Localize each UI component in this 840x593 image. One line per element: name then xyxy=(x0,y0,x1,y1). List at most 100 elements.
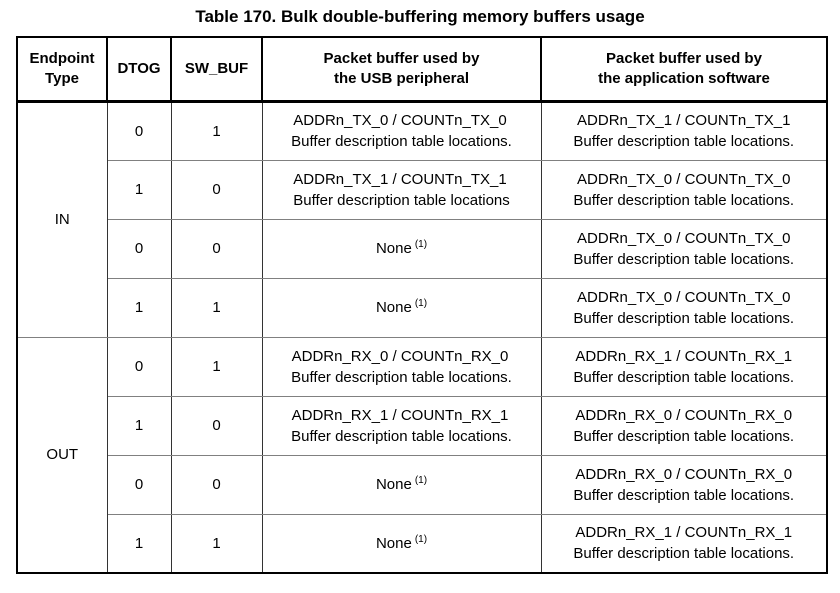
buffer-name: None xyxy=(375,476,412,493)
app-software-cell: ADDRn_RX_0 / COUNTn_RX_0 Buffer descript… xyxy=(540,454,828,515)
dtog-cell: 1 xyxy=(106,277,172,338)
usb-peripheral-cell: ADDRn_RX_1 / COUNTn_RX_1 Buffer descript… xyxy=(261,395,542,456)
cell-line1: None(1) xyxy=(263,297,541,318)
sw-buf-cell: 0 xyxy=(170,395,263,456)
dtog-cell: 0 xyxy=(106,218,172,279)
usb-peripheral-cell: None(1) xyxy=(261,277,542,338)
cell-line1: ADDRn_RX_1 / COUNTn_RX_1 xyxy=(575,524,793,542)
usb-peripheral-cell: ADDRn_TX_0 / COUNTn_TX_0 Buffer descript… xyxy=(261,100,542,161)
footnote-superscript: (1) xyxy=(414,533,428,545)
header-row: Endpoint Type DTOG SW_BUF Packet buffer … xyxy=(16,36,828,103)
cell-line2: Buffer description table locations xyxy=(293,191,510,209)
app-software-cell: ADDRn_TX_1 / COUNTn_TX_1 Buffer descript… xyxy=(540,100,828,161)
buffer-name: None xyxy=(375,534,412,552)
header-app-software: Packet buffer used by the application so… xyxy=(540,36,828,103)
cell-line2: Buffer description table locations. xyxy=(573,133,795,150)
app-software-cell: ADDRn_RX_0 / COUNTn_RX_0 Buffer descript… xyxy=(540,395,828,456)
header-usb-peripheral: Packet buffer used by the USB peripheral xyxy=(261,36,542,103)
table-row: 1 0 ADDRn_RX_1 / COUNTn_RX_1 Buffer desc… xyxy=(17,395,828,456)
cell-line1: ADDRn_TX_0 / COUNTn_TX_0 xyxy=(577,170,791,188)
usb-peripheral-cell: ADDRn_TX_1 / COUNTn_TX_1 Buffer descript… xyxy=(261,159,542,220)
buffer-name: ADDRn_TX_0 / COUNTn_TX_0 xyxy=(293,112,507,129)
buffer-name: ADDRn_RX_1 / COUNTn_RX_1 xyxy=(291,406,509,424)
cell-line1: ADDRn_TX_0 / COUNTn_TX_0 xyxy=(577,288,791,306)
cell-line1: None(1) xyxy=(263,238,541,259)
sw-buf-cell: 1 xyxy=(170,336,263,397)
cell-line2: Buffer description table locations. xyxy=(291,368,512,386)
table-row: OUT 0 1 ADDRn_RX_0 / COUNTn_RX_0 Buffer … xyxy=(16,336,828,574)
cell-line2: Buffer description table locations. xyxy=(573,250,795,268)
header-endpoint-type: Endpoint Type xyxy=(16,36,108,103)
cell-line2: Buffer description table locations. xyxy=(573,545,795,563)
dtog-cell: 1 xyxy=(106,513,172,574)
cell-line1: None(1) xyxy=(263,533,541,554)
header-line: DTOG xyxy=(117,59,161,77)
cell-line1: ADDRn_RX_0 / COUNTn_RX_0 xyxy=(575,406,793,424)
header-line: Type xyxy=(45,69,79,87)
buffer-name: ADDRn_RX_0 / COUNTn_RX_0 xyxy=(291,347,509,365)
dtog-cell: 0 xyxy=(106,100,172,161)
cell-line1: ADDRn_RX_0 / COUNTn_RX_0 xyxy=(263,346,541,367)
app-software-cell: ADDRn_RX_1 / COUNTn_RX_1 Buffer descript… xyxy=(540,336,828,397)
cell-line2: Buffer description table locations. xyxy=(573,191,795,209)
cell-line1: ADDRn_RX_0 / COUNTn_RX_0 xyxy=(575,465,793,483)
endpoint-type-cell-out: OUT xyxy=(16,336,108,574)
sw-buf-cell: 1 xyxy=(170,277,263,338)
buffer-name: None xyxy=(375,299,412,316)
usb-peripheral-cell: None(1) xyxy=(261,513,542,574)
header-line: SW_BUF xyxy=(184,59,249,77)
footnote-superscript: (1) xyxy=(414,475,428,486)
header-line: Packet buffer used by xyxy=(606,49,762,67)
cell-line1: ADDRn_TX_1 / COUNTn_TX_1 xyxy=(263,169,541,190)
app-software-cell: ADDRn_RX_1 / COUNTn_RX_1 Buffer descript… xyxy=(540,513,828,574)
dtog-cell: 0 xyxy=(106,454,172,515)
table-row: 1 1 None(1) ADDRn_RX_1 / COUNTn_RX_1 Buf… xyxy=(17,513,828,574)
sw-buf-cell: 1 xyxy=(170,513,263,574)
cell-line2: Buffer description table locations. xyxy=(291,427,512,445)
sw-buf-cell: 0 xyxy=(170,454,263,515)
cell-line2: Buffer description table locations. xyxy=(573,368,795,386)
header-line: the application software xyxy=(598,69,770,87)
footnote-superscript: (1) xyxy=(414,298,428,309)
cell-line2: Buffer description table locations. xyxy=(291,133,512,150)
cell-line1: None(1) xyxy=(263,474,541,495)
cell-line1: ADDRn_RX_1 / COUNTn_RX_1 xyxy=(263,405,541,426)
table-row: IN 0 1 ADDRn_TX_0 / COUNTn_TX_0 Buffer d… xyxy=(16,100,828,338)
dtog-cell: 1 xyxy=(106,395,172,456)
header-dtog: DTOG xyxy=(106,36,172,103)
header-sw-buf: SW_BUF xyxy=(170,36,263,103)
header-line: Packet buffer used by xyxy=(323,49,480,67)
app-software-cell: ADDRn_TX_0 / COUNTn_TX_0 Buffer descript… xyxy=(540,277,828,338)
dtog-cell: 1 xyxy=(106,159,172,220)
app-software-cell: ADDRn_TX_0 / COUNTn_TX_0 Buffer descript… xyxy=(540,218,828,279)
table-row: 0 0 None(1) ADDRn_RX_0 / COUNTn_RX_0 Buf… xyxy=(17,454,828,515)
app-software-cell: ADDRn_TX_0 / COUNTn_TX_0 Buffer descript… xyxy=(540,159,828,220)
bulk-double-buffering-table: Endpoint Type DTOG SW_BUF Packet buffer … xyxy=(16,36,828,574)
usb-peripheral-cell: None(1) xyxy=(261,218,542,279)
cell-line1: ADDRn_TX_1 / COUNTn_TX_1 xyxy=(577,112,791,129)
table-row: 1 1 None(1) ADDRn_TX_0 / COUNTn_TX_0 Buf… xyxy=(17,277,828,338)
cell-line1: ADDRn_TX_0 / COUNTn_TX_0 xyxy=(263,110,541,131)
buffer-name: ADDRn_TX_1 / COUNTn_TX_1 xyxy=(293,170,507,188)
footnote-superscript: (1) xyxy=(414,239,428,250)
cell-line1: ADDRn_RX_1 / COUNTn_RX_1 xyxy=(575,347,793,365)
endpoint-type-cell-in: IN xyxy=(16,100,108,338)
cell-line1: ADDRn_TX_0 / COUNTn_TX_0 xyxy=(577,229,791,247)
buffer-name: None xyxy=(375,240,412,257)
table-row: 0 0 None(1) ADDRn_TX_0 / COUNTn_TX_0 Buf… xyxy=(17,218,828,279)
table-row: 1 0 ADDRn_TX_1 / COUNTn_TX_1 Buffer desc… xyxy=(17,159,828,220)
sw-buf-cell: 0 xyxy=(170,159,263,220)
cell-line2: Buffer description table locations. xyxy=(573,309,795,327)
usb-peripheral-cell: None(1) xyxy=(261,454,542,515)
dtog-cell: 0 xyxy=(106,336,172,397)
sw-buf-cell: 0 xyxy=(170,218,263,279)
header-line: the USB peripheral xyxy=(333,69,470,87)
table-body: IN 0 1 ADDRn_TX_0 / COUNTn_TX_0 Buffer d… xyxy=(16,100,828,574)
cell-line2: Buffer description table locations. xyxy=(573,427,795,445)
header-line: Endpoint xyxy=(29,49,95,67)
cell-line2: Buffer description table locations. xyxy=(573,486,795,504)
table-title: Table 170. Bulk double-buffering memory … xyxy=(195,7,645,26)
sw-buf-cell: 1 xyxy=(170,100,263,161)
usb-peripheral-cell: ADDRn_RX_0 / COUNTn_RX_0 Buffer descript… xyxy=(261,336,542,397)
table-header: Endpoint Type DTOG SW_BUF Packet buffer … xyxy=(16,36,828,103)
